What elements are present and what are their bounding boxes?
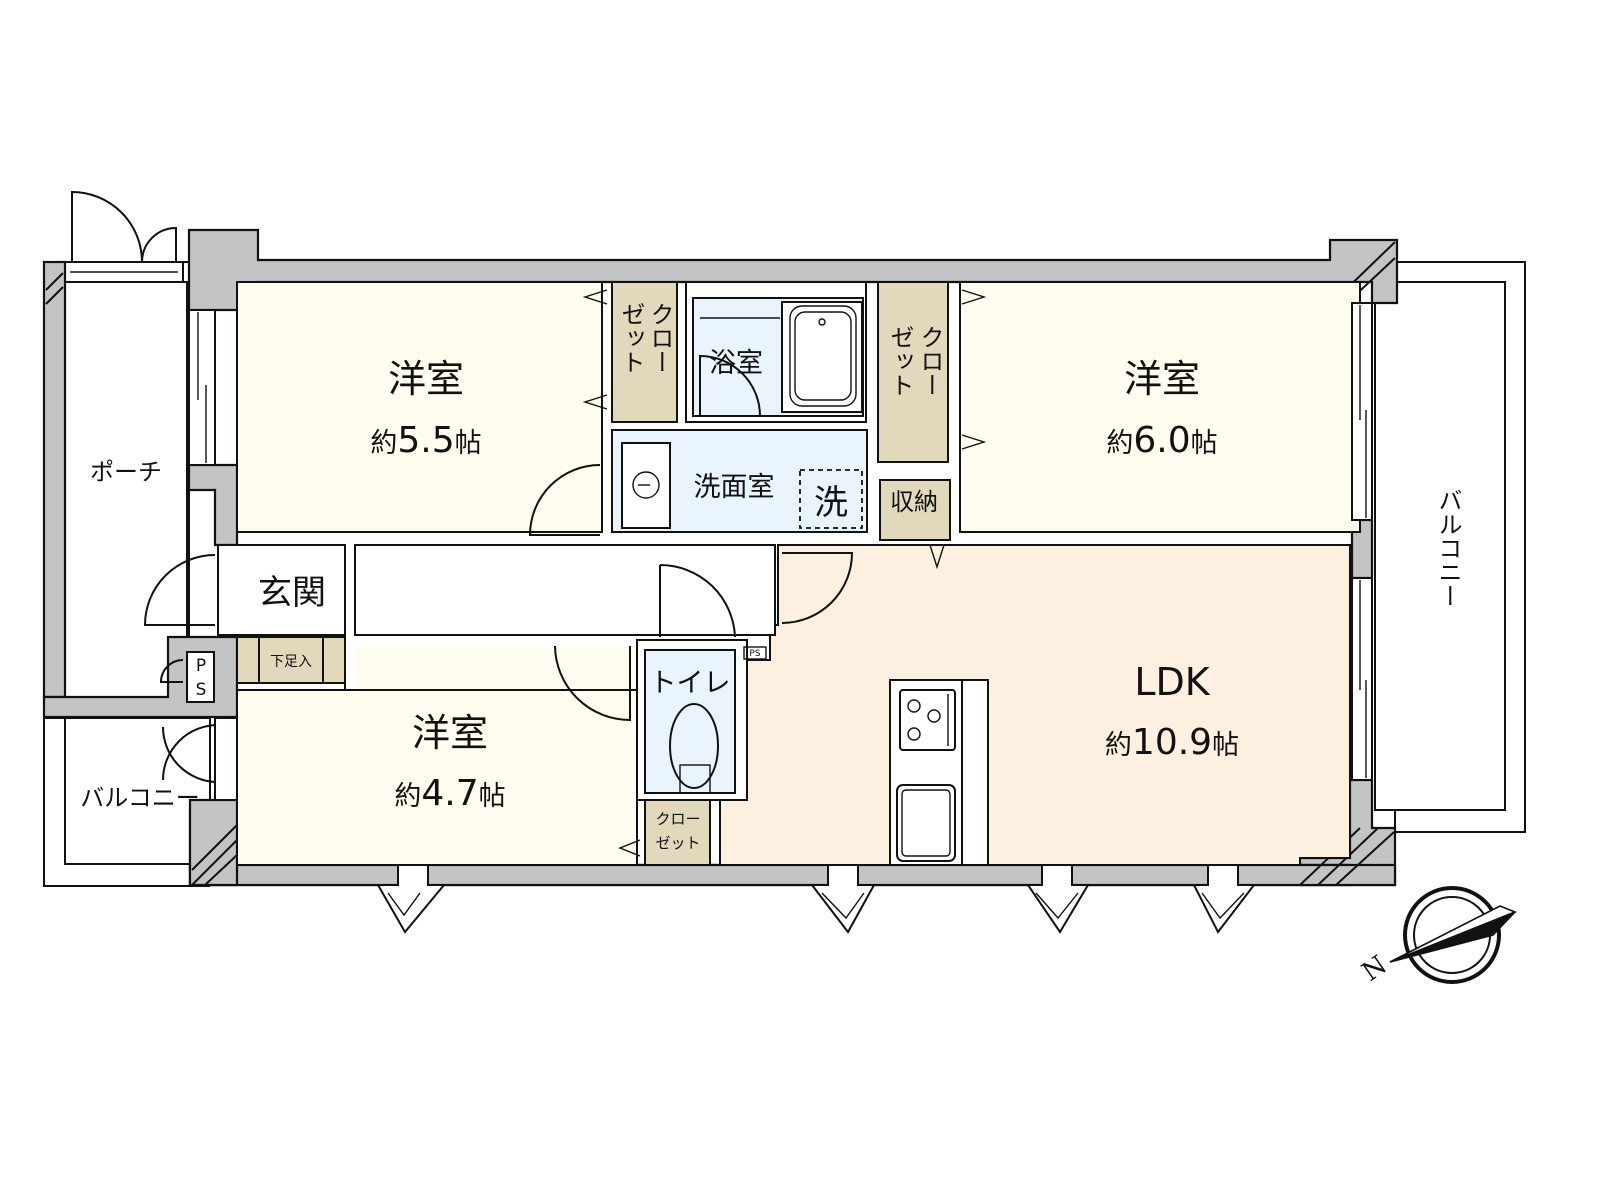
label-ps-p: P <box>196 656 206 676</box>
toilet-room <box>636 639 767 801</box>
label-washer: 洗 <box>814 483 848 523</box>
room-western-6-0 <box>959 281 1361 533</box>
wall-left-porch <box>42 260 67 699</box>
doors <box>143 464 854 783</box>
bathroom <box>685 281 867 423</box>
label-closet1-col2: クロー <box>646 302 674 374</box>
room-name-western-2: 洋室 <box>1124 357 1200 401</box>
closet-door-marks <box>582 289 987 857</box>
balcony-right <box>1374 261 1526 833</box>
shoe-box <box>236 636 346 684</box>
label-entrance: 玄関 <box>258 573 326 613</box>
compass-label: N <box>1357 950 1393 988</box>
wall-left-lower <box>188 798 239 887</box>
porch-gate <box>64 190 184 283</box>
label-storage: 収納 <box>890 488 938 516</box>
room-area-ldk: 約10.9帖 <box>1105 722 1239 763</box>
windows <box>188 302 1373 801</box>
room-western-5-5 <box>236 281 603 533</box>
room-area-western-3: 約4.7帖 <box>394 773 505 814</box>
entrance <box>217 544 346 636</box>
label-ps-s: S <box>196 680 207 700</box>
label-closet-small-1: クロー <box>655 810 700 828</box>
north-arrow-icon: N <box>1357 886 1518 988</box>
label-porch: ポーチ <box>90 458 162 486</box>
label-balcony-small: バルコニー <box>80 784 200 812</box>
label-ps-small: PS <box>749 649 760 659</box>
label-closet1-col1: ゼット <box>617 302 645 374</box>
label-balcony-large: バルコニー <box>1434 488 1462 608</box>
label-bath: 浴室 <box>709 348 763 379</box>
washroom <box>611 429 868 533</box>
stove-icon <box>899 689 956 751</box>
label-closet2-col1: ゼット <box>886 325 914 397</box>
washer-space <box>799 469 863 529</box>
storage <box>879 479 951 541</box>
wall-left-mid <box>187 463 239 547</box>
bay-columns <box>376 864 1257 934</box>
room-area-western-2: 約6.0帖 <box>1106 420 1217 461</box>
balcony-small <box>43 717 211 887</box>
room-name-western-3: 洋室 <box>412 711 488 755</box>
pipe-space <box>186 651 215 703</box>
label-closet-small-2: ゼット <box>655 834 700 852</box>
room-name-western-1: 洋室 <box>388 357 464 401</box>
room-area-western-1: 約5.5帖 <box>370 420 481 461</box>
hallway <box>354 544 776 636</box>
sink-icon <box>896 784 956 862</box>
closet-room2 <box>877 281 949 463</box>
room-western-4-7 <box>236 689 638 866</box>
closet-small <box>644 799 711 866</box>
label-closet2-col2: クロー <box>916 325 944 397</box>
label-shoe-box: 下足入 <box>270 654 312 670</box>
closet-room1 <box>611 281 678 423</box>
pipe-space-small <box>743 646 767 660</box>
label-washroom: 洗面室 <box>694 472 775 503</box>
label-toilet: トイレ <box>650 668 731 699</box>
room-ldk <box>719 544 1351 866</box>
kitchen <box>889 679 989 866</box>
room-name-ldk: LDK <box>1134 660 1210 704</box>
